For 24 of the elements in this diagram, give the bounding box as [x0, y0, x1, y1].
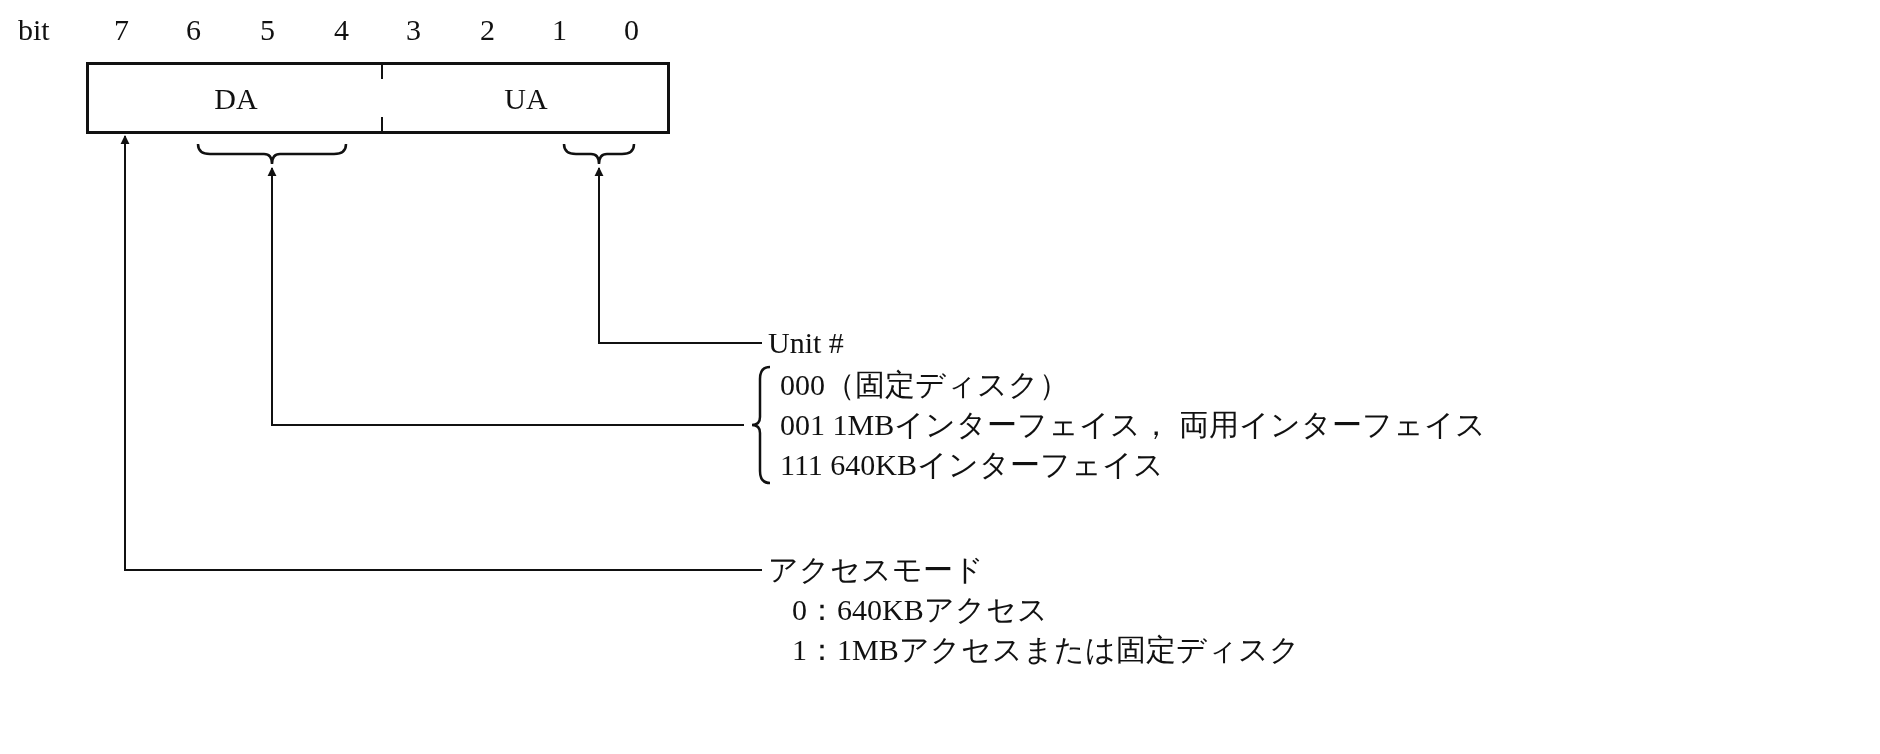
axis-label: bit: [18, 12, 50, 48]
value-item: 001 1MBインターフェイス， 両用インターフェイス: [780, 407, 1486, 443]
bit-number: 1: [552, 12, 567, 48]
bit-number: 2: [480, 12, 495, 48]
field-label: DA: [89, 65, 383, 133]
value-item: 000（固定ディスク）: [780, 367, 1069, 403]
leader-arrow: [594, 167, 763, 344]
brace: [196, 142, 348, 166]
bit-number: 6: [186, 12, 201, 48]
callout-heading: アクセスモード: [768, 552, 984, 588]
leader-arrow: [267, 167, 745, 426]
value-item: 111 640KBインターフェイス: [780, 447, 1164, 483]
callout-text: Unit #: [768, 323, 908, 363]
bit-number: 3: [406, 12, 421, 48]
bit-number: 7: [114, 12, 129, 48]
bit-number: 5: [260, 12, 275, 48]
value-item: 1：1MBアクセスまたは固定ディスク: [792, 632, 1300, 668]
bit-number: 4: [334, 12, 349, 48]
brace: [562, 142, 636, 166]
bit-number: 0: [624, 12, 639, 48]
field-label: UA: [383, 65, 669, 133]
register-box: [86, 62, 670, 134]
value-item: 0：640KBアクセス: [792, 592, 1048, 628]
leader-arrow: [120, 135, 763, 571]
